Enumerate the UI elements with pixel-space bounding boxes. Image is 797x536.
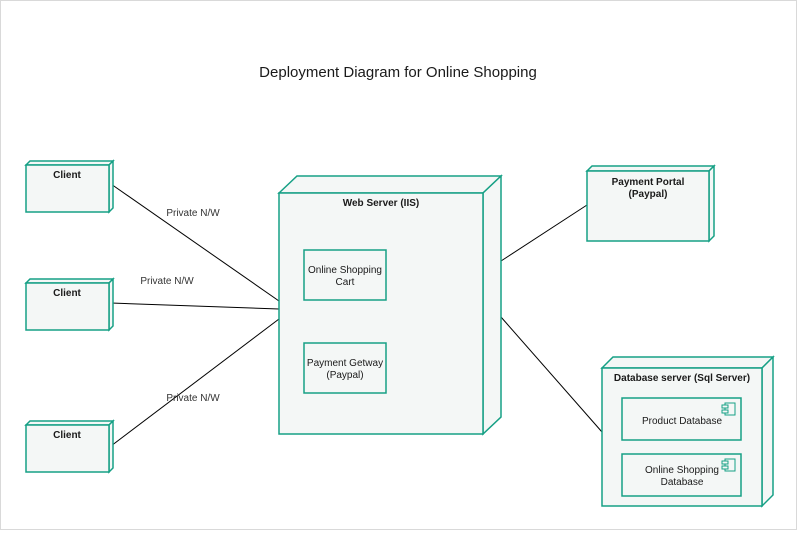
product-database-component[interactable] <box>621 397 742 441</box>
payment-portal-node[interactable] <box>585 164 716 243</box>
diagram-title: Deployment Diagram for Online Shopping <box>259 64 537 81</box>
shopping-database-component[interactable] <box>621 453 742 497</box>
edge-webserver-payment-portal[interactable] <box>500 204 588 262</box>
payment-gateway-line-1: Payment Getway <box>307 358 383 369</box>
edge-label-3: Private N/W <box>166 393 220 404</box>
payment-gateway-component[interactable] <box>303 342 387 394</box>
shopping-database-line-1: Online Shopping <box>645 465 719 476</box>
component-icon <box>721 458 736 472</box>
shopping-cart-line-1: Online Shopping <box>308 265 382 276</box>
component-icon <box>721 402 736 416</box>
client-node-2[interactable] <box>24 277 115 332</box>
client-node-3[interactable] <box>24 419 115 474</box>
connections <box>110 183 603 447</box>
client-3-label: Client <box>53 430 81 441</box>
edge-client-1-webserver[interactable] <box>110 183 280 302</box>
web-server-label: Web Server (IIS) <box>343 198 420 209</box>
edge-client-3-webserver[interactable] <box>110 318 280 447</box>
client-2-label: Client <box>53 288 81 299</box>
web-server-node[interactable] <box>277 174 503 436</box>
database-server-label: Database server (Sql Server) <box>614 373 750 384</box>
edge-label-1: Private N/W <box>166 208 220 219</box>
payment-portal-line-2: (Paypal) <box>629 189 668 200</box>
edge-label-2: Private N/W <box>140 276 194 287</box>
product-database-label: Product Database <box>642 416 722 427</box>
edge-client-2-webserver[interactable] <box>110 302 280 310</box>
client-node-1[interactable] <box>24 159 115 214</box>
shopping-cart-component[interactable] <box>303 249 387 301</box>
payment-portal-line-1: Payment Portal <box>612 177 685 188</box>
edge-webserver-database[interactable] <box>500 316 603 433</box>
client-1-label: Client <box>53 170 81 181</box>
shopping-cart-line-2: Cart <box>336 277 355 288</box>
shopping-database-line-2: Database <box>661 477 704 488</box>
payment-gateway-line-2: (Paypal) <box>326 370 363 381</box>
